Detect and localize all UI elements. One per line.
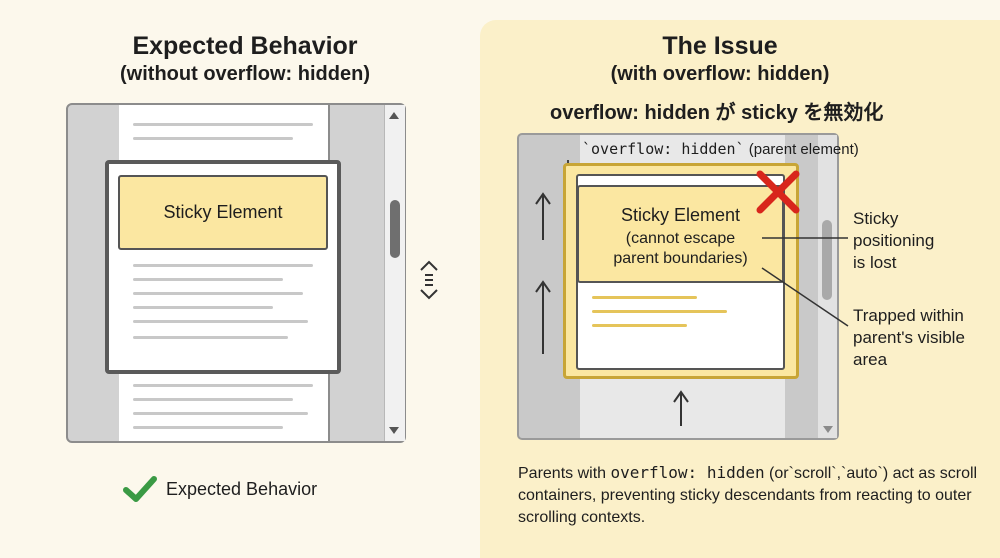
issue-caption: Parents with overflow: hidden (or`scroll… [518, 463, 978, 526]
sticky-note-line: parent boundaries) [613, 250, 748, 267]
text-line [133, 123, 313, 126]
text-line [133, 426, 283, 429]
text-line [133, 384, 313, 387]
scroll-thumb[interactable] [390, 200, 400, 258]
sticky-element-trapped: Sticky Element (cannot escape parent bou… [577, 185, 784, 283]
text-line [133, 264, 313, 267]
text-line [133, 336, 288, 339]
text-line [133, 292, 303, 295]
text-line [592, 324, 687, 327]
sticky-note-line: (cannot escape [625, 230, 736, 247]
text-line [592, 296, 697, 299]
text-line [133, 306, 273, 309]
left-title: Expected Behavior [132, 32, 358, 60]
sticky-element-label: Sticky Element [620, 205, 741, 225]
text-line [592, 310, 727, 313]
sticky-element: Sticky Element [118, 175, 328, 250]
check-icon [123, 476, 157, 502]
expected-behavior-label: Expected Behavior [166, 479, 318, 499]
note-sticky-lost: Sticky positioning is lost [853, 209, 935, 272]
scrollbar[interactable] [384, 105, 405, 441]
text-line [133, 398, 293, 401]
callout-lines [761, 237, 849, 327]
scroll-down-icon[interactable] [823, 426, 833, 433]
scroll-up-icon[interactable] [389, 112, 399, 119]
right-title: The Issue [662, 32, 778, 60]
left-subtitle: (without overflow: hidden) [120, 63, 370, 85]
issue-heading: overflow: hidden が sticky を無効化 [550, 102, 884, 124]
arrow-up-icon [673, 390, 689, 426]
x-mark-icon [756, 170, 800, 214]
parent-element-label: `overflow: hidden` (parent element) [582, 140, 859, 158]
text-line [133, 137, 293, 140]
text-line [133, 412, 308, 415]
scroll-down-icon[interactable] [389, 427, 399, 434]
text-line [133, 278, 283, 281]
text-line [133, 320, 308, 323]
arrow-up-icon [535, 192, 551, 354]
sticky-element-label: Sticky Element [163, 202, 283, 222]
scroll-indicator-icon [420, 260, 438, 300]
scroll-thumb-issue[interactable] [822, 220, 832, 300]
right-subtitle: (with overflow: hidden) [610, 63, 830, 85]
note-trapped: Trapped within parent's visible area [853, 306, 965, 369]
